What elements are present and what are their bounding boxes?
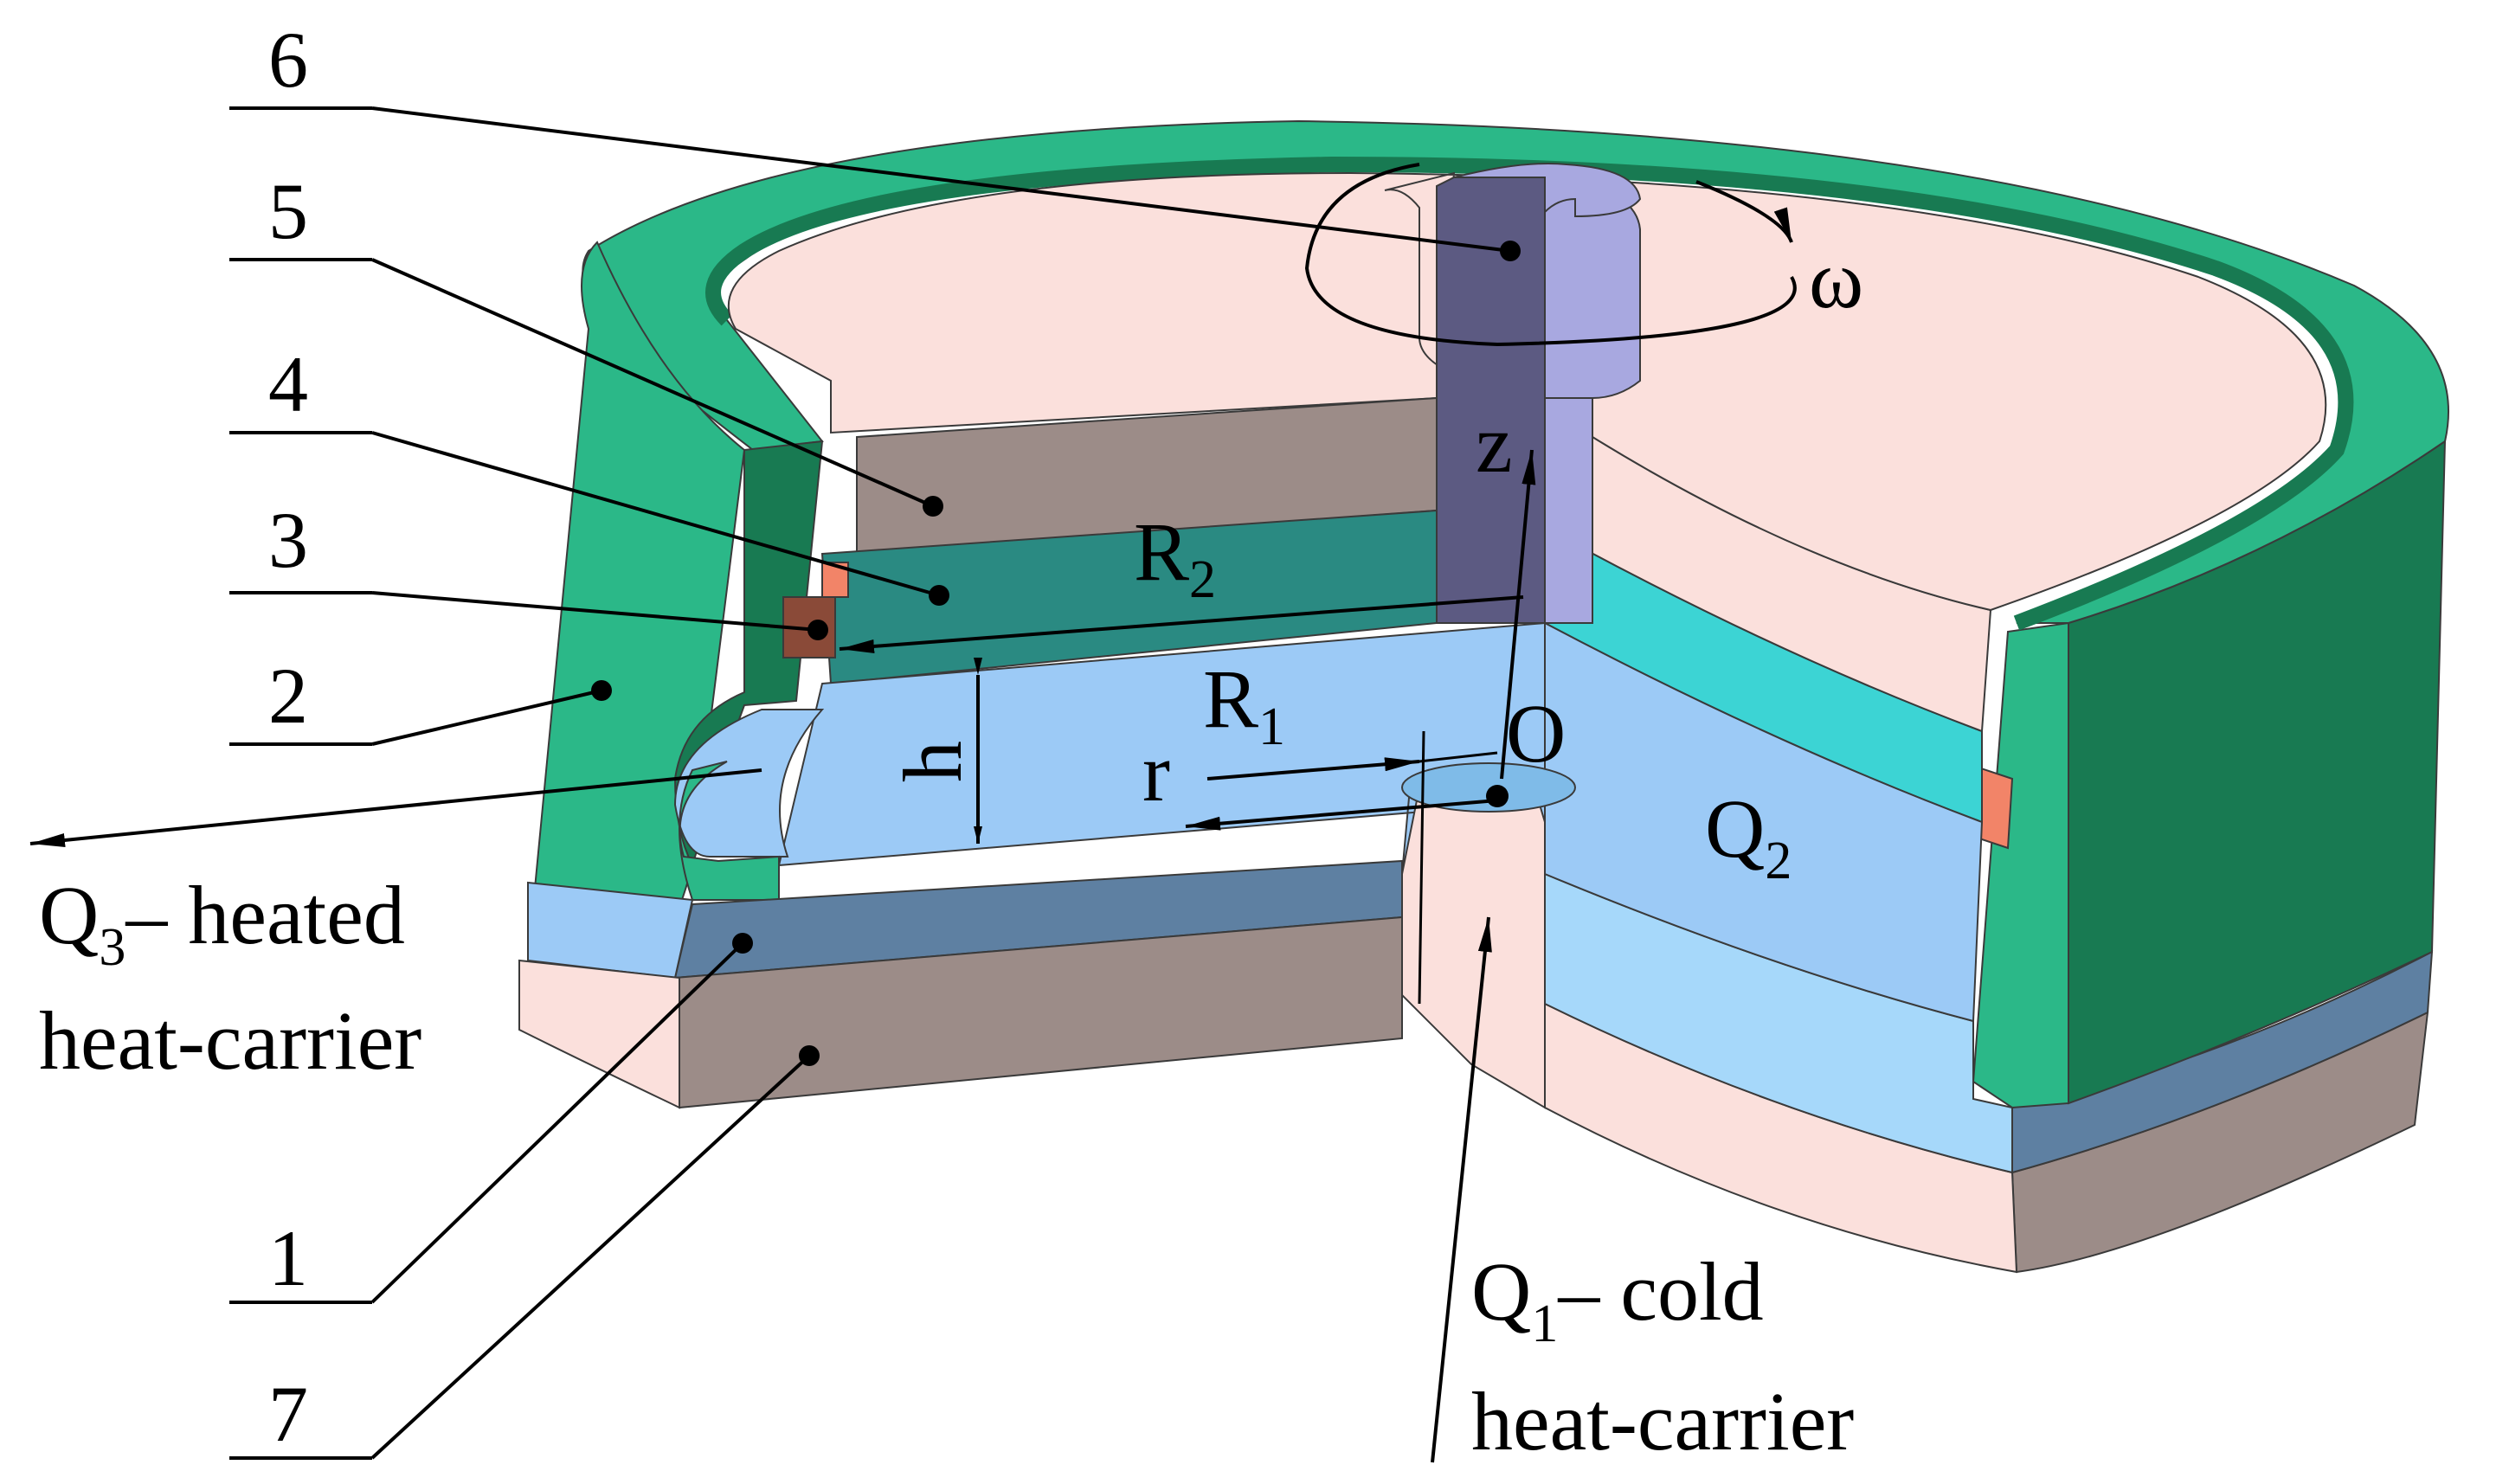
- callout-6-dot: [1500, 241, 1521, 261]
- callouts: 6 5 4 3 2 1 7: [229, 16, 1521, 1460]
- callout-2-leader: [371, 689, 602, 746]
- rotation-ellipse-arc: [1304, 163, 1797, 347]
- callout-6-number: 6: [268, 16, 308, 104]
- origin-dot: [1486, 785, 1509, 807]
- callout-3-leader: [371, 591, 819, 632]
- callout-3-dot: [807, 620, 828, 640]
- inflow-q1-arrow: [1431, 916, 1492, 1463]
- base-layer-left-outer: [518, 959, 680, 1109]
- callout-2-number: 2: [268, 652, 308, 740]
- inlet-tick: [1418, 730, 1425, 1005]
- callout-7-leader: [370, 1054, 811, 1460]
- q1-cold-label-line1: Q1– cold: [1471, 1245, 1764, 1353]
- shaft-light-strip: [1544, 397, 1593, 624]
- h-label: h: [886, 741, 979, 782]
- q3-heated-label-line2: heat-carrier: [39, 994, 421, 1087]
- callout-4-leader: [371, 431, 940, 597]
- inlet-opening: [1401, 762, 1576, 813]
- q1-cold-label-line2: heat-carrier: [1471, 1375, 1854, 1468]
- callout-7-dot: [799, 1045, 820, 1066]
- device-body: [518, 119, 2449, 1274]
- q3-heated-label-line1: Q3– heated: [39, 869, 405, 977]
- origin-label: O: [1506, 687, 1566, 780]
- rotation-arrow-arc: [1695, 180, 1793, 243]
- callout-5-dot: [923, 496, 943, 517]
- channel-right: [1544, 621, 1984, 1023]
- r-axis-extension: [1419, 751, 1498, 763]
- r1-arrow: [1185, 799, 1498, 831]
- q2-label: Q2: [1705, 782, 1792, 890]
- r1-label: R1: [1203, 652, 1285, 756]
- flow-arrows: [29, 768, 1492, 1463]
- callout-5-number: 5: [268, 167, 308, 255]
- callout-1-leader: [370, 941, 744, 1304]
- r2-arrow: [839, 595, 1524, 653]
- axes-and-dimensions: z R2 R1 r O h Q2: [839, 397, 1792, 1005]
- callout-5-leader: [371, 258, 934, 508]
- outflow-q3-arrow: [29, 768, 762, 847]
- callout-1-number: 1: [268, 1214, 308, 1302]
- callout-2-dot: [591, 680, 612, 701]
- callout-7-number: 7: [268, 1370, 308, 1458]
- callout-4-number: 4: [268, 340, 308, 428]
- callout-4-dot: [929, 585, 949, 606]
- callout-6-leader: [371, 106, 1511, 253]
- r-label: r: [1142, 726, 1170, 819]
- omega-label: ω: [1809, 233, 1863, 325]
- r-axis: [1206, 757, 1420, 781]
- outer-ring-inner-rim: [705, 156, 2354, 631]
- rotation-indicator: ω: [1304, 163, 1863, 347]
- callout-1-dot: [732, 933, 753, 954]
- z-label: z: [1476, 397, 1513, 490]
- z-axis: [1500, 449, 1536, 780]
- callout-3-number: 3: [268, 496, 308, 584]
- r2-label: R2: [1134, 505, 1216, 609]
- outer-ring-right-cut-face: [1972, 621, 2069, 1109]
- flow-labels: Q3– heated heat-carrier Q1– cold heat-ca…: [39, 869, 1854, 1468]
- channel-left-pocket: [673, 709, 825, 858]
- shaft-top: [1453, 163, 1642, 218]
